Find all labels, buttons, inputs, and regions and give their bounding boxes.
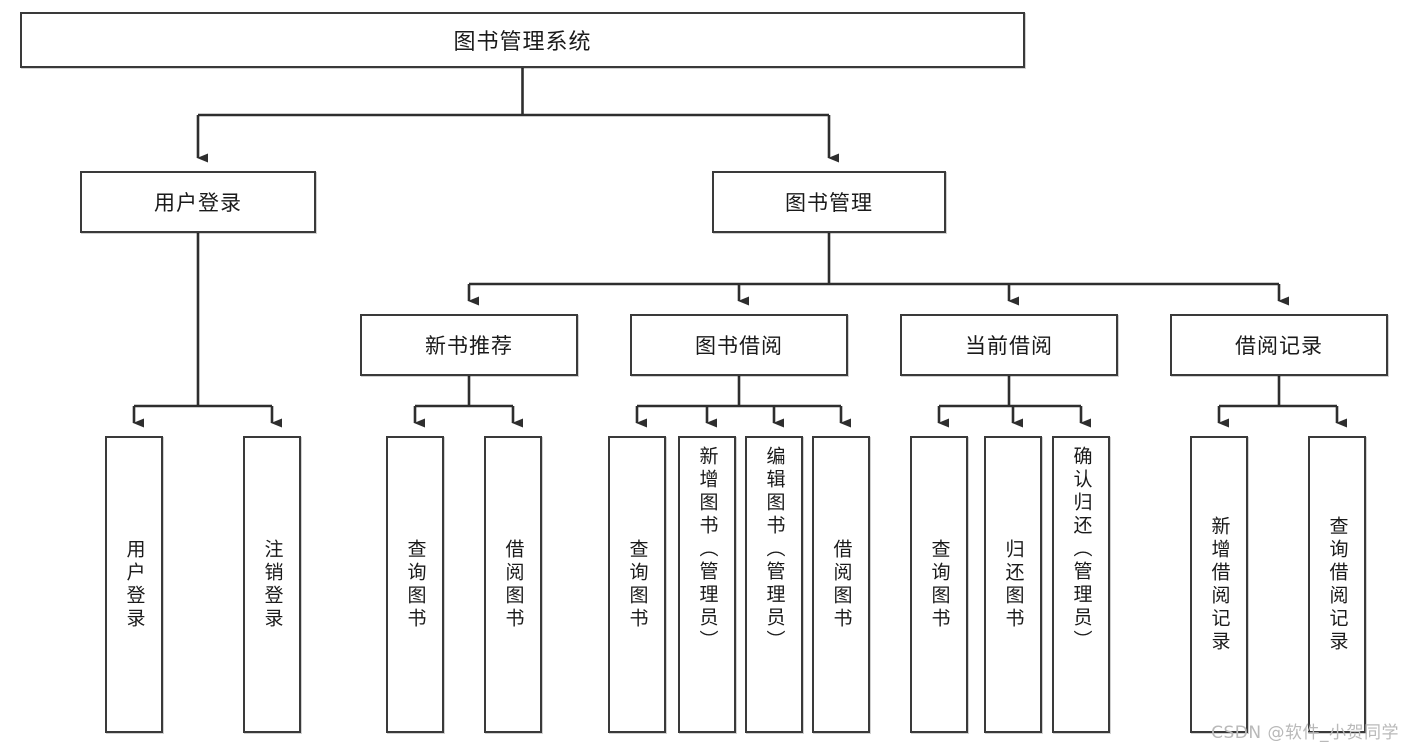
node-new-book-rec: 新书推荐 bbox=[360, 314, 578, 376]
node-label: 当前借阅 bbox=[965, 334, 1053, 358]
node-leaf-query-record: 查询借阅记录 bbox=[1308, 436, 1366, 733]
node-leaf-confirm-return: 确认归还（管理员） bbox=[1052, 436, 1110, 733]
node-label: 归还图书 bbox=[1002, 538, 1025, 631]
node-leaf-query-book-c: 查询图书 bbox=[910, 436, 968, 733]
node-current-borrow: 当前借阅 bbox=[900, 314, 1118, 376]
node-label: 查询图书 bbox=[626, 538, 649, 631]
node-label: 借阅图书 bbox=[502, 538, 525, 631]
watermark-text: CSDN @软件_小贺同学 bbox=[1211, 723, 1399, 743]
node-leaf-borrow-book-a: 借阅图书 bbox=[484, 436, 542, 733]
node-leaf-add-book: 新增图书（管理员） bbox=[678, 436, 736, 733]
node-label: 借阅记录 bbox=[1235, 334, 1323, 358]
node-book-manage: 图书管理 bbox=[712, 171, 946, 233]
node-label: 注销登录 bbox=[261, 538, 284, 631]
node-label: 查询图书 bbox=[928, 538, 951, 631]
node-book-borrow: 图书借阅 bbox=[630, 314, 848, 376]
node-leaf-query-book-a: 查询图书 bbox=[386, 436, 444, 733]
node-label: 查询借阅记录 bbox=[1326, 515, 1349, 654]
node-label: 用户登录 bbox=[154, 191, 242, 215]
node-root: 图书管理系统 bbox=[20, 12, 1025, 68]
node-label: 借阅图书 bbox=[830, 538, 853, 631]
node-label: 图书管理 bbox=[785, 191, 873, 215]
node-leaf-return-book: 归还图书 bbox=[984, 436, 1042, 733]
node-leaf-edit-book: 编辑图书（管理员） bbox=[745, 436, 803, 733]
node-label: 编辑图书（管理员） bbox=[763, 446, 786, 653]
node-leaf-borrow-book-b: 借阅图书 bbox=[812, 436, 870, 733]
node-label: 查询图书 bbox=[404, 538, 427, 631]
node-label: 图书管理系统 bbox=[453, 30, 592, 55]
node-user-login: 用户登录 bbox=[80, 171, 316, 233]
node-leaf-logout: 注销登录 bbox=[243, 436, 301, 733]
node-label: 用户登录 bbox=[123, 538, 146, 631]
node-label: 新增图书（管理员） bbox=[696, 446, 719, 653]
node-label: 新增借阅记录 bbox=[1208, 515, 1231, 654]
node-label: 新书推荐 bbox=[425, 334, 513, 358]
node-leaf-user-login: 用户登录 bbox=[105, 436, 163, 733]
node-label: 图书借阅 bbox=[695, 334, 783, 358]
node-leaf-add-record: 新增借阅记录 bbox=[1190, 436, 1248, 733]
node-borrow-record: 借阅记录 bbox=[1170, 314, 1388, 376]
node-label: 确认归还（管理员） bbox=[1070, 446, 1093, 653]
node-leaf-query-book-b: 查询图书 bbox=[608, 436, 666, 733]
